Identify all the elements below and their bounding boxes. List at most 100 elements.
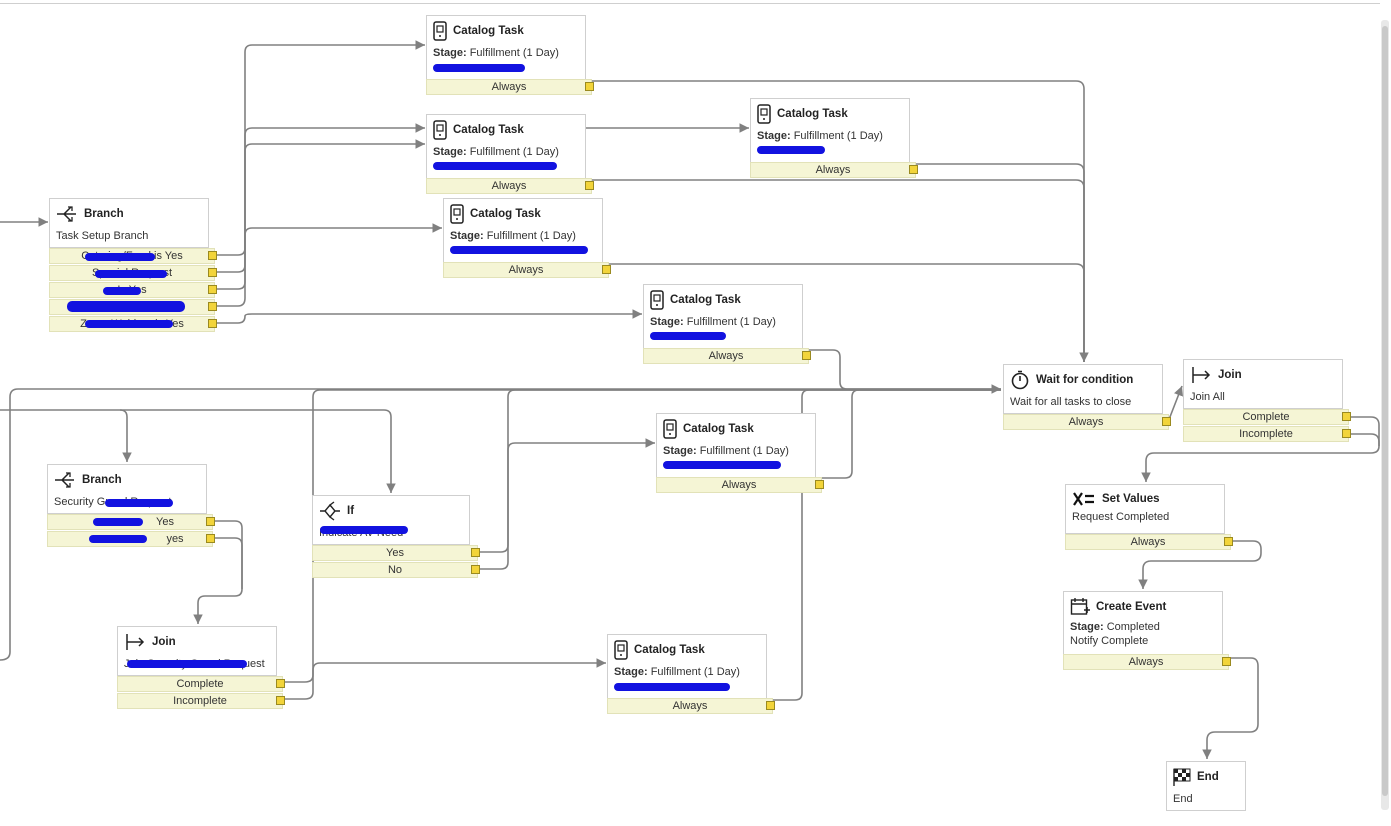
output-port[interactable]	[815, 480, 824, 489]
activity-title: Catalog Task	[683, 423, 754, 435]
redaction-mark	[85, 320, 173, 328]
join-activity[interactable]: Join Join All Complete Incomplete	[1183, 359, 1351, 443]
stage-label: Stage:	[650, 316, 684, 328]
output-port[interactable]	[276, 696, 285, 705]
set-values-activity[interactable]: Set Values Request Completed Always	[1065, 484, 1233, 550]
branch-icon	[56, 204, 78, 224]
connector	[283, 658, 606, 700]
wait-for-condition-activity[interactable]: Wait for condition Wait for all tasks to…	[1003, 364, 1171, 430]
stage-label: Stage:	[1070, 621, 1104, 633]
output-port[interactable]	[276, 679, 285, 688]
output-port[interactable]	[585, 82, 594, 91]
condition-row[interactable]: Always	[1065, 534, 1233, 550]
connector	[120, 409, 396, 493]
redaction-mark	[450, 246, 588, 254]
output-port[interactable]	[585, 181, 594, 190]
catalog-task-icon	[757, 104, 771, 124]
output-port[interactable]	[766, 701, 775, 710]
output-port[interactable]	[909, 165, 918, 174]
calendar-icon	[1070, 597, 1090, 617]
output-port[interactable]	[471, 548, 480, 557]
redaction-mark	[433, 162, 557, 170]
branch-activity[interactable]: Branch Security Guard Request Yes yes	[47, 464, 215, 548]
condition-row[interactable]: Complete	[117, 676, 285, 692]
output-port[interactable]	[208, 302, 217, 311]
output-port[interactable]	[208, 285, 217, 294]
condition-row[interactable]: Always	[1003, 414, 1171, 430]
connector	[0, 409, 132, 462]
activity-description: Join All	[1190, 391, 1225, 403]
stage-label: Stage:	[450, 230, 484, 242]
redaction-mark	[93, 518, 143, 526]
timer-icon	[1010, 370, 1030, 390]
connector	[1138, 540, 1262, 589]
condition-row[interactable]: Incomplete	[117, 693, 285, 709]
condition-row[interactable]: Always	[656, 477, 824, 493]
activity-title: Catalog Task	[453, 25, 524, 37]
condition-row[interactable]: Always	[607, 698, 775, 714]
activity-title: End	[1197, 771, 1219, 783]
activity-title: Branch	[84, 208, 124, 220]
end-activity[interactable]: End End	[1166, 761, 1246, 811]
redaction-mark	[103, 287, 141, 295]
condition-row[interactable]: Always	[750, 162, 918, 178]
catalog-task-activity[interactable]: Catalog Task Stage: Fulfillment (1 Day) …	[426, 15, 594, 95]
catalog-task-activity[interactable]: Catalog Task Stage: Fulfillment (1 Day) …	[443, 198, 611, 278]
condition-row[interactable]: No	[312, 562, 480, 578]
connector	[215, 40, 425, 256]
catalog-task-activity[interactable]: Catalog Task Stage: Fulfillment (1 Day) …	[750, 98, 918, 178]
catalog-task-activity[interactable]: Catalog Task Stage: Fulfillment (1 Day) …	[426, 114, 594, 194]
activity-title: Branch	[82, 474, 122, 486]
activity-title: Catalog Task	[634, 644, 705, 656]
condition-row[interactable]: Yes	[312, 545, 480, 561]
output-port[interactable]	[208, 251, 217, 260]
activity-title: Catalog Task	[777, 108, 848, 120]
output-port[interactable]	[206, 534, 215, 543]
activity-description: Request Completed	[1072, 511, 1170, 523]
catalog-task-icon	[433, 120, 447, 140]
redaction-mark	[433, 64, 525, 72]
stage-value: Fulfillment (1 Day)	[469, 47, 559, 59]
condition-row[interactable]: Complete	[1183, 409, 1351, 425]
stage-value: Fulfillment (1 Day)	[486, 230, 576, 242]
if-activity[interactable]: If Indicate AV Need Yes No	[312, 495, 480, 579]
condition-row[interactable]: Always	[443, 262, 611, 278]
condition-row[interactable]: Always	[426, 178, 594, 194]
vertical-scrollbar[interactable]	[1381, 20, 1389, 810]
condition-row[interactable]: Always	[1063, 654, 1231, 670]
catalog-task-activity[interactable]: Catalog Task Stage: Fulfillment (1 Day) …	[643, 284, 811, 364]
redaction-mark	[85, 253, 155, 261]
activity-description: Task Setup Branch	[56, 230, 149, 242]
output-port[interactable]	[208, 319, 217, 328]
scrollbar-thumb[interactable]	[1382, 26, 1388, 796]
condition-row[interactable]: Incomplete	[1183, 426, 1351, 442]
branch-activity[interactable]: Branch Task Setup Branch Catering/Food i…	[49, 198, 217, 333]
output-port[interactable]	[602, 265, 611, 274]
connector	[193, 520, 243, 624]
stage-label: Stage:	[757, 130, 791, 142]
connector	[608, 263, 1085, 362]
catalog-task-activity[interactable]: Catalog Task Stage: Fulfillment (1 Day) …	[607, 634, 775, 714]
stage-value: Fulfillment (1 Day)	[650, 666, 740, 678]
activity-title: Catalog Task	[470, 208, 541, 220]
connector	[215, 123, 425, 273]
output-port[interactable]	[1342, 429, 1351, 438]
create-event-activity[interactable]: Create Event Stage: Completed Notify Com…	[1063, 591, 1231, 671]
output-port[interactable]	[1162, 417, 1171, 426]
output-port[interactable]	[206, 517, 215, 526]
condition-row[interactable]: Always	[643, 348, 811, 364]
connector	[0, 388, 1001, 661]
output-port[interactable]	[471, 565, 480, 574]
stage-value: Fulfillment (1 Day)	[793, 130, 883, 142]
output-port[interactable]	[1222, 657, 1231, 666]
output-port[interactable]	[1224, 537, 1233, 546]
condition-row[interactable]: Always	[426, 79, 594, 95]
output-port[interactable]	[208, 268, 217, 277]
join-activity[interactable]: Join Join Security Guard Request Complet…	[117, 626, 285, 710]
output-port[interactable]	[802, 351, 811, 360]
redaction-mark	[105, 499, 173, 507]
activity-title: Create Event	[1096, 601, 1167, 613]
catalog-task-activity[interactable]: Catalog Task Stage: Fulfillment (1 Day) …	[656, 413, 824, 493]
stage-label: Stage:	[433, 146, 467, 158]
output-port[interactable]	[1342, 412, 1351, 421]
